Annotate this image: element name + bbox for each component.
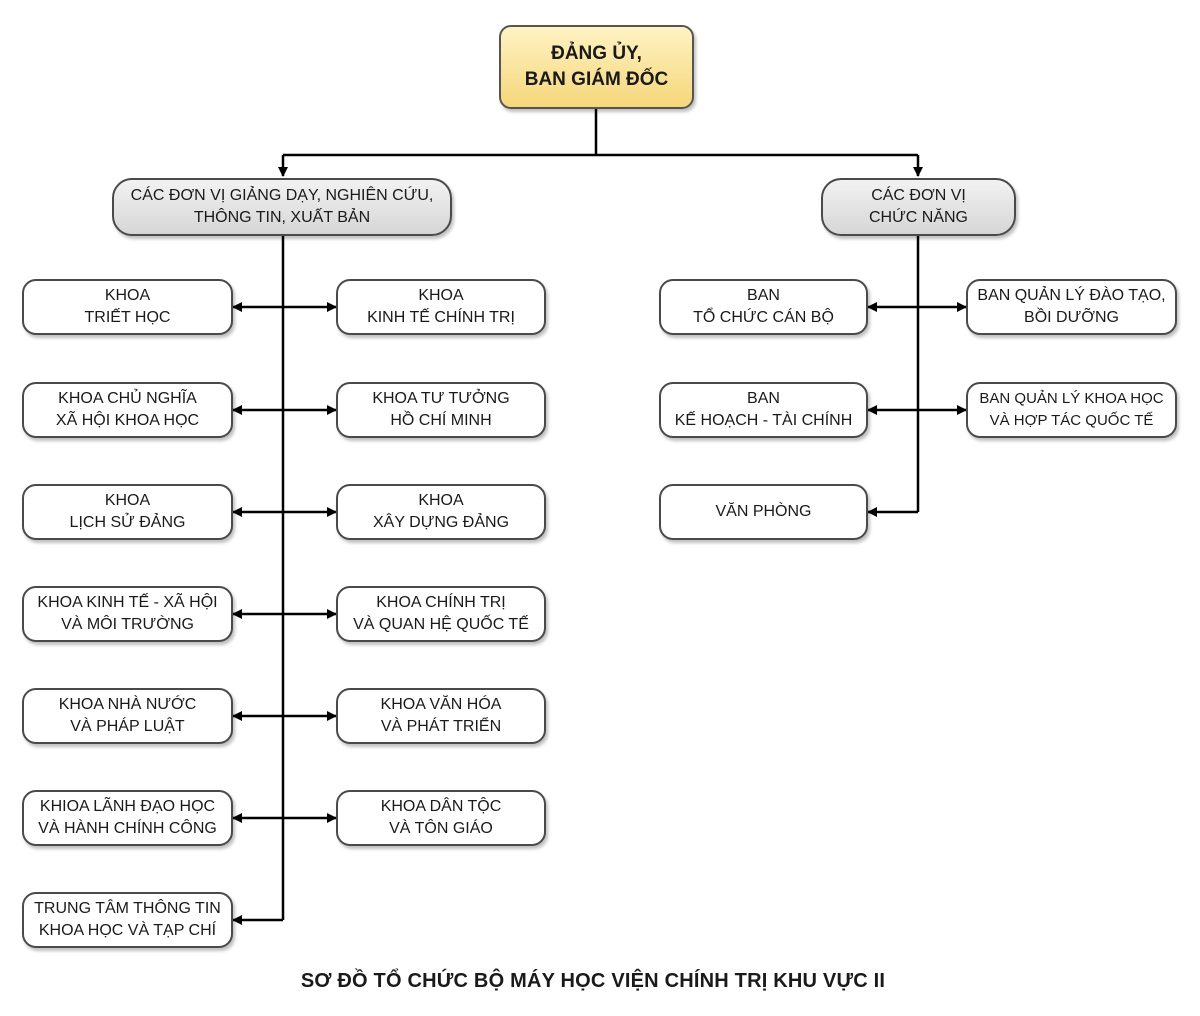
unit-khoa-lich-su-dang: KHOA LỊCH SỬ ĐẢNG xyxy=(22,484,233,540)
unit-line1: KHOA xyxy=(418,492,464,509)
unit-khoa-dan-toc: KHOA DÂN TỘC VÀ TÔN GIÁO xyxy=(336,790,546,846)
unit-line2: VÀ PHÁT TRIỂN xyxy=(380,718,502,735)
unit-ban-ke-hoach-tai-chinh: BAN KẾ HOẠCH - TÀI CHÍNH xyxy=(659,382,868,438)
unit-khoa-kinh-te-xa-hoi: KHOA KINH TẾ - XÃ HỘI VÀ MÔI TRƯỜNG xyxy=(22,586,233,642)
root-line2: BAN GIÁM ĐỐC xyxy=(524,69,669,90)
unit-line1: BAN xyxy=(747,287,780,304)
unit-line1: BAN QUẢN LÝ KHOA HỌC xyxy=(979,390,1164,407)
unit-line1: KHOA DÂN TỘC xyxy=(380,798,502,815)
unit-ban-ql-khoa-hoc: BAN QUẢN LÝ KHOA HỌC VÀ HỢP TÁC QUỐC TẾ xyxy=(966,382,1177,438)
unit-van-phong: VĂN PHÒNG xyxy=(659,484,868,540)
unit-line1: KHOA CHÍNH TRỊ xyxy=(376,594,506,611)
unit-line1: VĂN PHÒNG xyxy=(715,503,812,520)
unit-trung-tam-thong-tin: TRUNG TÂM THÔNG TIN KHOA HỌC VÀ TẠP CHÍ xyxy=(22,892,233,948)
group-teaching-line2: THÔNG TIN, XUẤT BẢN xyxy=(193,209,371,226)
unit-line2: TRIẾT HỌC xyxy=(84,309,171,326)
unit-line1: KHIOA LÃNH ĐẠO HỌC xyxy=(39,798,216,815)
unit-line2: KẾ HOẠCH - TÀI CHÍNH xyxy=(674,412,853,429)
unit-line2: VÀ HÀNH CHÍNH CÔNG xyxy=(38,820,217,837)
unit-khoa-triet-hoc: KHOA TRIẾT HỌC xyxy=(22,279,233,335)
unit-khoa-chinh-tri-qhqt: KHOA CHÍNH TRỊ VÀ QUAN HỆ QUỐC TẾ xyxy=(336,586,546,642)
unit-line2: BỒI DƯỠNG xyxy=(1024,309,1119,326)
unit-line1: KHOA xyxy=(104,287,151,304)
unit-line2: VÀ HỢP TÁC QUỐC TẾ xyxy=(989,412,1154,429)
diagram-caption: SƠ ĐỒ TỔ CHỨC BỘ MÁY HỌC VIỆN CHÍNH TRỊ … xyxy=(300,970,886,992)
unit-ban-to-chuc-can-bo: BAN TỔ CHỨC CÁN BỘ xyxy=(659,279,868,335)
unit-khoa-nha-nuoc: KHOA NHÀ NƯỚC VÀ PHÁP LUẬT xyxy=(22,688,233,744)
unit-khoa-tu-tuong-hcm: KHOA TƯ TƯỞNG HỒ CHÍ MINH xyxy=(336,382,546,438)
unit-line1: KHOA xyxy=(104,492,151,509)
unit-khoa-kinh-te-chinh-tri: KHOA KINH TẾ CHÍNH TRỊ xyxy=(336,279,546,335)
unit-line2: VÀ TÔN GIÁO xyxy=(389,820,493,837)
unit-line1: TRUNG TÂM THÔNG TIN xyxy=(34,900,221,917)
unit-line2: VÀ QUAN HỆ QUỐC TẾ xyxy=(353,616,529,633)
unit-khoa-cnxhkh: KHOA CHỦ NGHĨA XÃ HỘI KHOA HỌC xyxy=(22,382,233,438)
unit-line2: XÂY DỰNG ĐẢNG xyxy=(372,514,510,531)
unit-line1: KHOA VĂN HÓA xyxy=(380,696,502,713)
group-functional: CÁC ĐƠN VỊ CHỨC NĂNG xyxy=(821,178,1016,236)
group-functional-line2: CHỨC NĂNG xyxy=(869,209,968,226)
unit-line2: XÃ HỘI KHOA HỌC xyxy=(55,412,200,429)
group-teaching: CÁC ĐƠN VỊ GIẢNG DẠY, NGHIÊN CỨU, THÔNG … xyxy=(112,178,452,236)
unit-line2: KINH TẾ CHÍNH TRỊ xyxy=(367,309,515,326)
unit-line2: TỔ CHỨC CÁN BỘ xyxy=(693,309,834,326)
unit-khoa-xay-dung-dang: KHOA XÂY DỰNG ĐẢNG xyxy=(336,484,546,540)
unit-line1: BAN xyxy=(747,390,780,407)
unit-line2: HỒ CHÍ MINH xyxy=(390,412,492,429)
unit-line1: KHOA NHÀ NƯỚC xyxy=(58,696,197,713)
unit-ban-ql-dao-tao: BAN QUẢN LÝ ĐÀO TẠO, BỒI DƯỠNG xyxy=(966,279,1177,335)
unit-line1: KHOA CHỦ NGHĨA xyxy=(58,390,197,407)
unit-line1: KHOA xyxy=(418,287,464,304)
unit-khoa-lanh-dao-hoc: KHIOA LÃNH ĐẠO HỌC VÀ HÀNH CHÍNH CÔNG xyxy=(22,790,233,846)
unit-line2: LỊCH SỬ ĐẢNG xyxy=(69,514,186,531)
unit-line2: VÀ MÔI TRƯỜNG xyxy=(61,616,194,633)
unit-line1: KHOA KINH TẾ - XÃ HỘI xyxy=(37,594,218,611)
group-functional-line1: CÁC ĐƠN VỊ xyxy=(871,187,966,204)
root-line1: ĐẢNG ỦY, xyxy=(551,43,642,64)
unit-line1: BAN QUẢN LÝ ĐÀO TẠO, xyxy=(977,287,1166,304)
group-teaching-line1: CÁC ĐƠN VỊ GIẢNG DẠY, NGHIÊN CỨU, xyxy=(130,187,434,204)
unit-khoa-van-hoa: KHOA VĂN HÓA VÀ PHÁT TRIỂN xyxy=(336,688,546,744)
unit-line2: KHOA HỌC VÀ TẠP CHÍ xyxy=(38,922,217,939)
unit-line2: VÀ PHÁP LUẬT xyxy=(70,718,185,735)
root-node: ĐẢNG ỦY, BAN GIÁM ĐỐC xyxy=(499,25,694,109)
unit-line1: KHOA TƯ TƯỞNG xyxy=(372,390,510,407)
